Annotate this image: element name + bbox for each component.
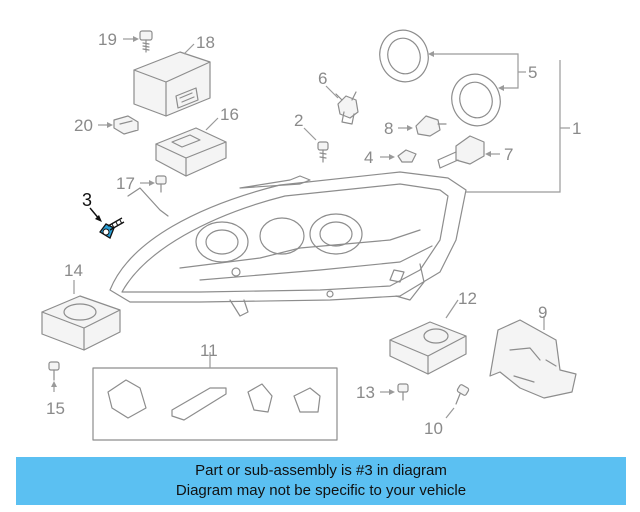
leader-18 bbox=[183, 43, 195, 55]
part-13-screw bbox=[397, 383, 409, 401]
callout-1[interactable]: 1 bbox=[572, 119, 581, 138]
leader-6 bbox=[325, 85, 339, 99]
part-6-bulb bbox=[335, 91, 359, 125]
part-10-screw bbox=[455, 384, 470, 405]
callout-9[interactable]: 9 bbox=[538, 303, 547, 322]
part-19-bolt bbox=[139, 30, 153, 53]
part-18-module bbox=[133, 51, 211, 117]
part-7-bulb bbox=[437, 135, 485, 169]
part-2-screw bbox=[317, 141, 329, 163]
part-11-kit bbox=[92, 367, 338, 441]
part-20-bracket bbox=[113, 115, 139, 135]
part-15-screw bbox=[48, 361, 60, 381]
banner-line-2: Diagram may not be specific to your vehi… bbox=[175, 482, 467, 499]
part-8-bulb bbox=[415, 115, 447, 137]
leader-12 bbox=[445, 299, 459, 319]
callout-5[interactable]: 5 bbox=[528, 63, 537, 82]
callout-17[interactable]: 17 bbox=[116, 174, 135, 193]
callout-14[interactable]: 14 bbox=[64, 261, 83, 280]
part-12-ballast bbox=[389, 321, 467, 375]
callout-8[interactable]: 8 bbox=[384, 119, 393, 138]
headlamp-assembly bbox=[109, 171, 467, 317]
callout-18[interactable]: 18 bbox=[196, 33, 215, 52]
callout-19[interactable]: 19 bbox=[98, 30, 117, 49]
part-3-screw bbox=[99, 217, 125, 239]
leader-5 bbox=[430, 53, 519, 89]
callout-13[interactable]: 13 bbox=[356, 383, 375, 402]
leader-1 bbox=[466, 60, 561, 193]
part-16-control-unit bbox=[155, 127, 227, 177]
callout-20[interactable]: 20 bbox=[74, 116, 93, 135]
part-9-bracket bbox=[489, 319, 577, 399]
leader-2 bbox=[303, 127, 317, 141]
callout-2[interactable]: 2 bbox=[294, 111, 303, 130]
part-5-caps bbox=[379, 29, 501, 127]
leader-10 bbox=[445, 407, 455, 419]
callout-7[interactable]: 7 bbox=[504, 145, 513, 164]
callout-4[interactable]: 4 bbox=[364, 148, 373, 167]
callout-3[interactable]: 3 bbox=[82, 190, 92, 210]
callout-6[interactable]: 6 bbox=[318, 69, 327, 88]
callout-15[interactable]: 15 bbox=[46, 399, 65, 418]
callout-11[interactable]: 11 bbox=[200, 341, 218, 360]
part-4-plug bbox=[397, 149, 417, 163]
callout-12[interactable]: 12 bbox=[458, 289, 477, 308]
part-14-ballast bbox=[41, 295, 121, 351]
leader-16 bbox=[205, 117, 219, 131]
part-17-screw bbox=[155, 175, 167, 193]
info-banner: Part or sub-assembly is #3 in diagram Di… bbox=[16, 457, 626, 505]
callout-10[interactable]: 10 bbox=[424, 419, 443, 438]
callout-16[interactable]: 16 bbox=[220, 105, 239, 124]
banner-line-1: Part or sub-assembly is #3 in diagram bbox=[195, 462, 447, 479]
